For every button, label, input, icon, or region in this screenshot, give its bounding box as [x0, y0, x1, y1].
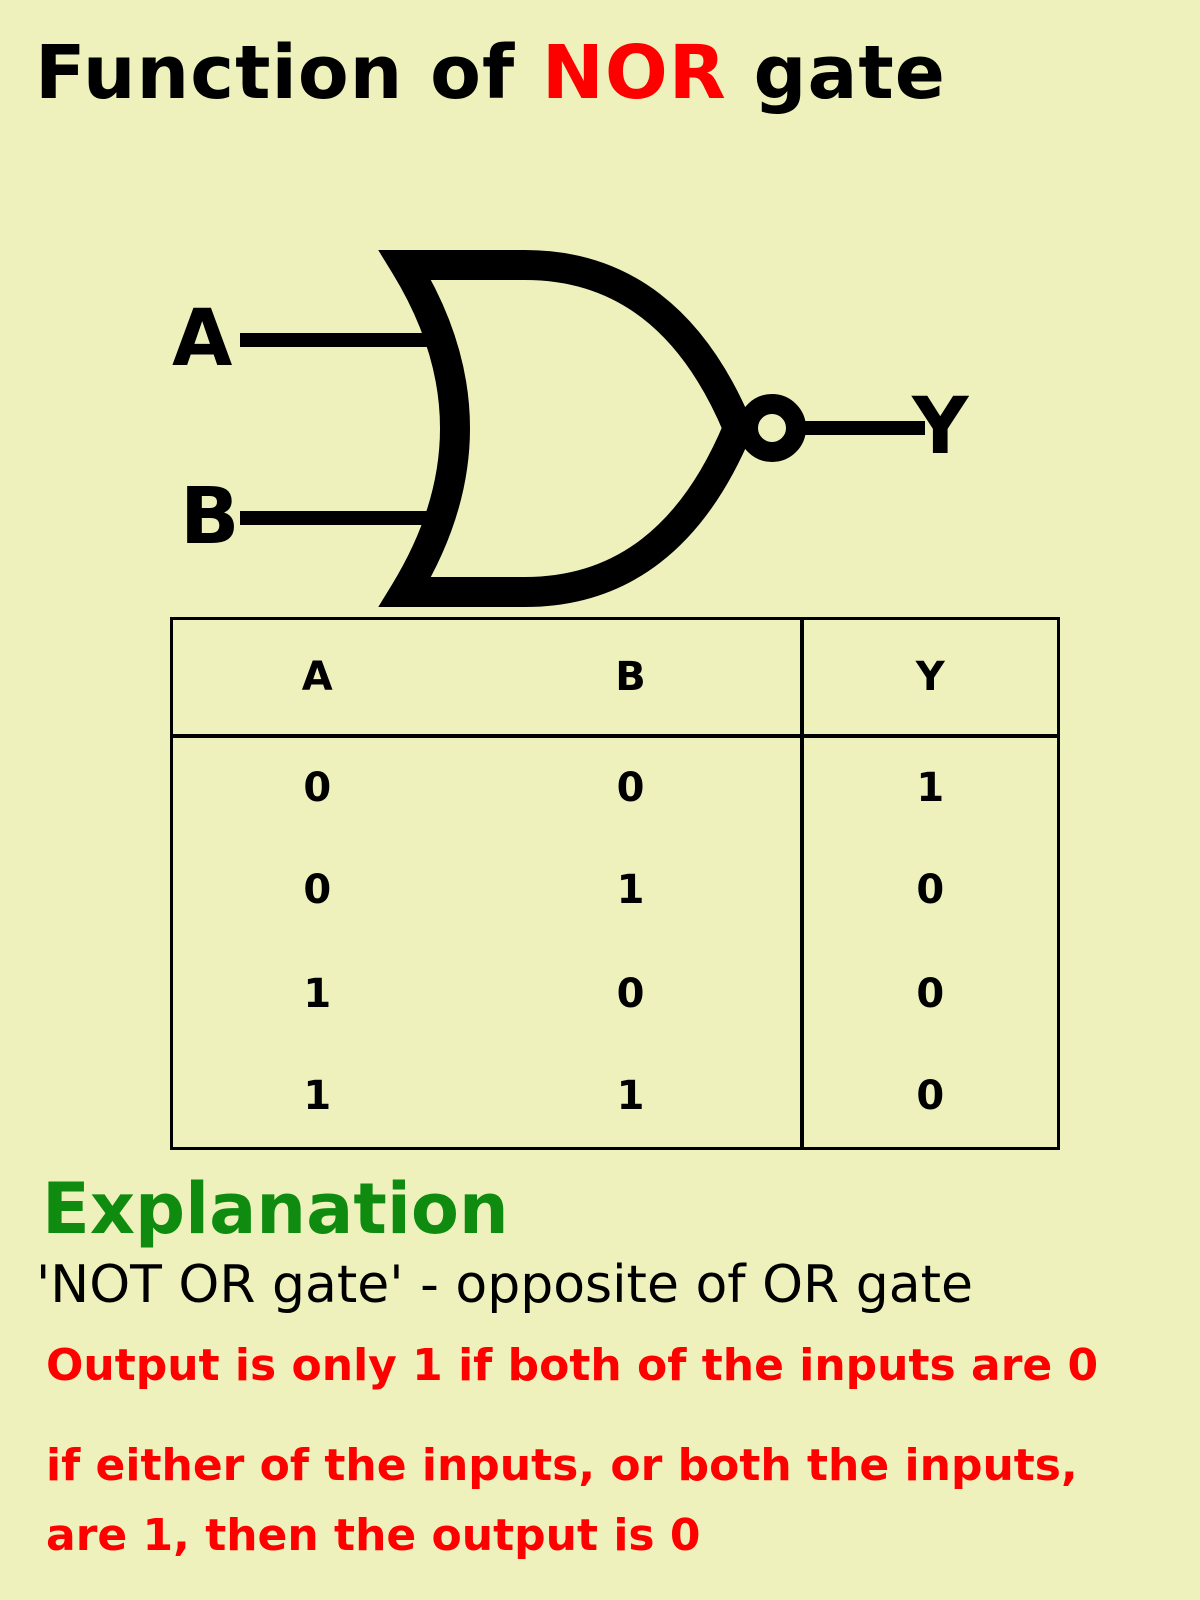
cell-a: 0: [303, 867, 332, 914]
cell-a: 1: [303, 1073, 332, 1120]
cell-b: 0: [616, 970, 645, 1017]
explanation-heading: Explanation: [42, 1168, 509, 1250]
column-header-b: B: [461, 618, 802, 738]
title-suffix: gate: [753, 30, 946, 116]
table-row: 0 1 0: [172, 838, 1059, 942]
input-a-label: A: [172, 294, 233, 384]
input-b-label: B: [180, 472, 240, 562]
table-header-row: A B Y: [171, 618, 1059, 738]
page-title: Function of NOR gate: [35, 30, 946, 116]
explanation-line-rule: Output is only 1 if both of the inputs a…: [46, 1340, 1099, 1391]
column-header-y: Y: [799, 618, 1059, 738]
cell-y: 0: [799, 838, 1059, 942]
column-header-a: A: [171, 618, 462, 738]
table-row: 1 1 0: [172, 1045, 1059, 1149]
nor-gate-body: [378, 250, 755, 607]
truth-table: A B Y 0 0 1 0 1 0 1 0 0 1 1: [170, 617, 1060, 1150]
cell-y: 1: [799, 735, 1059, 839]
cell-y: 0: [799, 942, 1059, 1046]
nor-gate-symbol: [240, 250, 925, 607]
cell-a: 0: [303, 765, 332, 812]
cell-b: 0: [616, 765, 645, 812]
table-row: 0 0 1: [172, 735, 1059, 839]
output-y-label: Y: [912, 382, 969, 472]
table-row: 1 0 0: [172, 942, 1059, 1046]
cell-y: 0: [799, 1045, 1059, 1149]
explanation-line-definition: 'NOT OR gate' - opposite of OR gate: [36, 1255, 973, 1315]
explanation-line-condition: if either of the inputs, or both the inp…: [46, 1440, 1078, 1491]
inversion-bubble: [738, 394, 806, 462]
title-highlight: NOR: [541, 30, 727, 116]
cell-b: 1: [616, 867, 645, 914]
explanation-line-result: are 1, then the output is 0: [46, 1510, 701, 1561]
title-prefix: Function of: [35, 30, 516, 116]
cell-b: 1: [616, 1073, 645, 1120]
cell-a: 1: [303, 970, 332, 1017]
